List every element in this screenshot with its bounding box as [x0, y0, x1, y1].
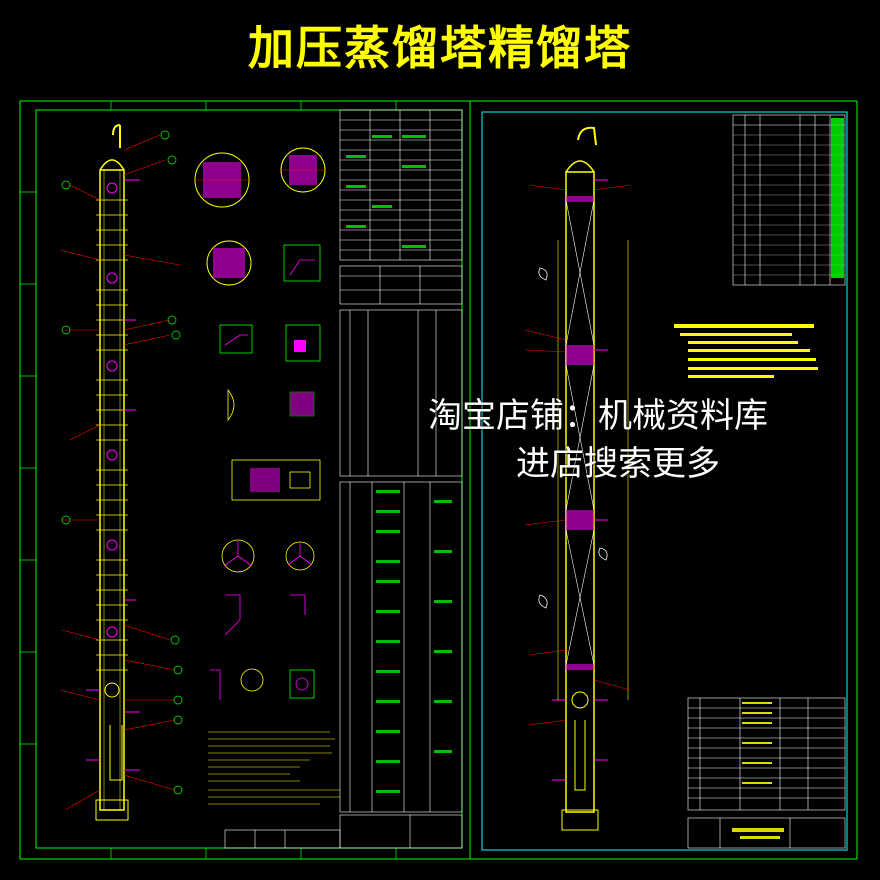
parts-list-table	[687, 697, 846, 849]
left-sheet-grid-ticks	[20, 101, 397, 859]
parts-list-entries	[732, 702, 784, 839]
detail-views	[210, 244, 321, 700]
right-column-leaders	[524, 184, 631, 726]
left-column-nozzles	[86, 179, 140, 771]
right-sheet-inner-border	[481, 111, 848, 851]
watermark-line-2: 进店搜索更多	[516, 444, 720, 484]
packing-sections	[565, 199, 595, 666]
left-column-shell	[99, 169, 125, 811]
left-column-balloons	[61, 130, 183, 795]
tray-plan-views	[194, 147, 326, 286]
distributor-plates	[566, 196, 594, 670]
left-column-elevation	[86, 124, 140, 821]
right-drawing-sheet	[469, 100, 858, 860]
left-column-manholes	[104, 182, 120, 698]
watermark-line-1: 淘宝店铺：机械资料库	[428, 396, 768, 436]
right-sheet-outer-border	[469, 100, 858, 860]
nozzle-table-rows	[733, 134, 845, 276]
yellow-note-bars	[674, 324, 818, 378]
drawing-title: 加压蒸馏塔精馏塔	[248, 21, 632, 75]
right-column-shell	[565, 171, 595, 813]
nozzle-table-green-column	[831, 118, 844, 278]
nozzle-table	[732, 114, 846, 286]
right-column-nozzles	[552, 179, 608, 781]
right-column-elevation	[552, 126, 629, 831]
left-sheet-outer-border	[19, 100, 471, 860]
left-column-leaders	[59, 134, 181, 811]
technical-notes	[208, 731, 340, 805]
left-column-tray-marks	[96, 199, 128, 671]
right-column-break-marks	[538, 267, 608, 609]
left-sheet-tables	[224, 109, 463, 849]
left-drawing-sheet	[19, 100, 471, 860]
left-table-green-entries	[346, 135, 452, 793]
